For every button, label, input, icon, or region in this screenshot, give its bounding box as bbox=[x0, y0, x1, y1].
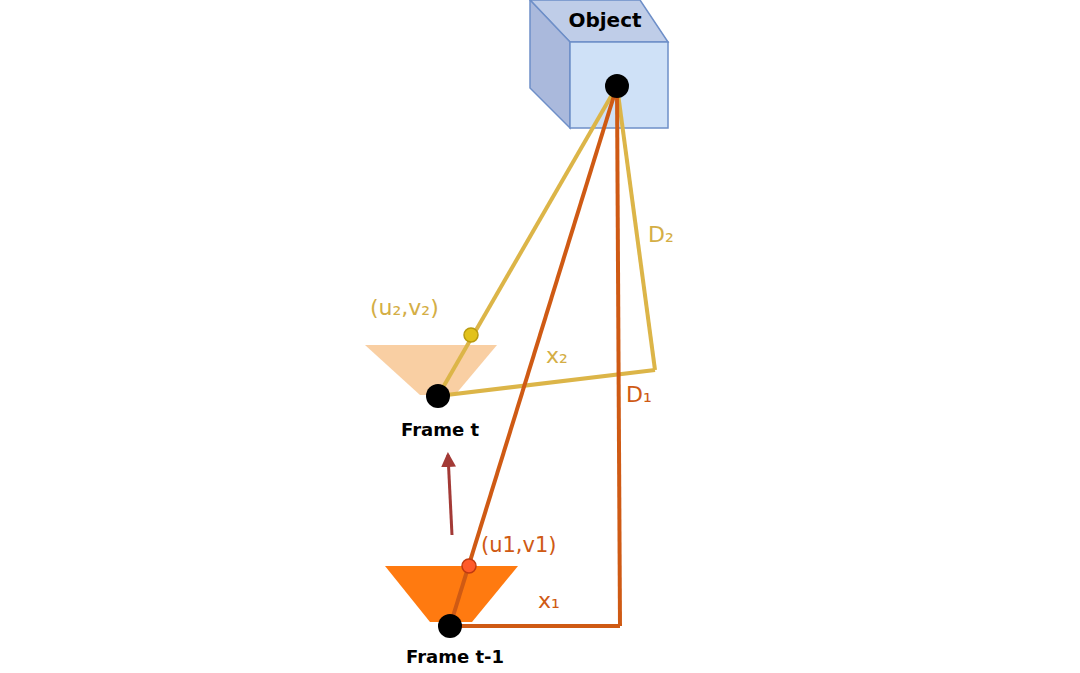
image-coordinate: (u₂,v₂) bbox=[370, 297, 439, 319]
depth-label: D₁ bbox=[626, 384, 652, 406]
camera-center bbox=[438, 614, 462, 638]
object-box: Object bbox=[540, 0, 670, 130]
motion-arrow bbox=[448, 455, 452, 535]
baseline-label: x₂ bbox=[546, 345, 568, 367]
projection-ray bbox=[438, 86, 617, 396]
depth-label: D₂ bbox=[648, 224, 674, 246]
cube-side bbox=[530, 0, 570, 128]
node-label: Object bbox=[540, 8, 670, 32]
camera-center bbox=[426, 384, 450, 408]
projection-ray bbox=[450, 86, 617, 626]
node-label: Frame t-1 bbox=[383, 646, 527, 667]
depth-line-d1 bbox=[617, 86, 620, 626]
baseline-x1 bbox=[450, 624, 620, 628]
image-point bbox=[464, 328, 478, 342]
baseline-label: x₁ bbox=[538, 590, 560, 612]
camera-frame: Frame t bbox=[370, 343, 510, 443]
object-point bbox=[605, 74, 629, 98]
image-point bbox=[462, 559, 476, 573]
baseline-x2 bbox=[438, 370, 655, 396]
camera-frustum bbox=[385, 566, 518, 622]
camera-frame: Frame t-1 bbox=[383, 564, 527, 670]
image-coordinate: (u1,v1) bbox=[481, 535, 557, 556]
node-label: Frame t bbox=[370, 419, 510, 440]
